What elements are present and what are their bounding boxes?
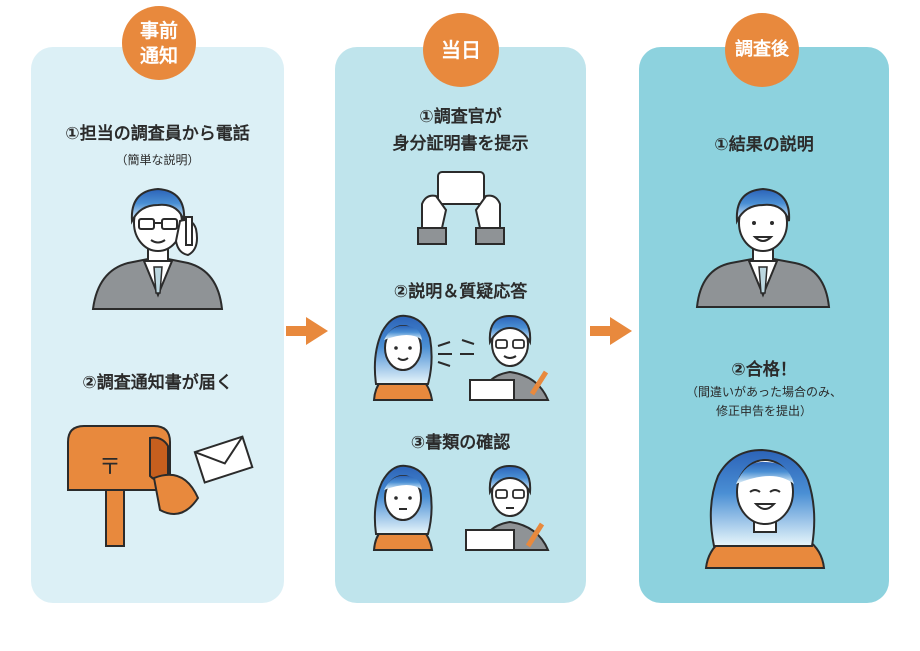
step-title-line: ①調査官が (419, 107, 502, 127)
arrow-right-icon (590, 317, 632, 345)
step-title: ①担当の調査員から電話 (65, 124, 250, 144)
step-title-line: 身分証明書を提示 (392, 134, 529, 154)
badge-label: 当日 (441, 38, 481, 62)
badge-line: 通知 (139, 45, 178, 67)
step-title: ②合格！ (731, 360, 797, 380)
step-title: ②説明＆質疑応答 (393, 282, 528, 302)
postal-mark: 〒 (99, 455, 121, 480)
step-subtitle-line: 修正申告を提出） (715, 404, 812, 418)
investigator-explaining-icon (695, 187, 831, 308)
step-title: ③書類の確認 (410, 433, 511, 453)
discussion-icon (372, 314, 550, 401)
step-title: ①結果の説明 (714, 135, 814, 155)
mailbox-icon: 〒 (67, 425, 254, 547)
step-title: ①調査官が 身分証明書を提示 (335, 104, 586, 158)
step-subtitle: （間違いがあった場合のみ、 修正申告を提出） (639, 383, 889, 421)
step-title: ②調査通知書が届く (82, 373, 233, 393)
arrow-right-icon (286, 317, 328, 345)
badge-label: 調査後 (735, 39, 789, 60)
badge-after: 調査後 (725, 13, 799, 87)
id-card-icon (417, 171, 505, 245)
panel-before-notice (31, 47, 284, 603)
badge-day-of: 当日 (423, 13, 499, 87)
step-subtitle-line: （間違いがあった場合のみ、 (685, 385, 842, 399)
step-subtitle: （簡単な説明） (115, 153, 200, 167)
happy-woman-icon (704, 448, 826, 569)
badge-before-notice: 事前通知 (122, 6, 196, 80)
investigator-phone-icon (91, 187, 224, 310)
document-review-icon (372, 464, 550, 551)
badge-line: 事前 (139, 20, 178, 42)
